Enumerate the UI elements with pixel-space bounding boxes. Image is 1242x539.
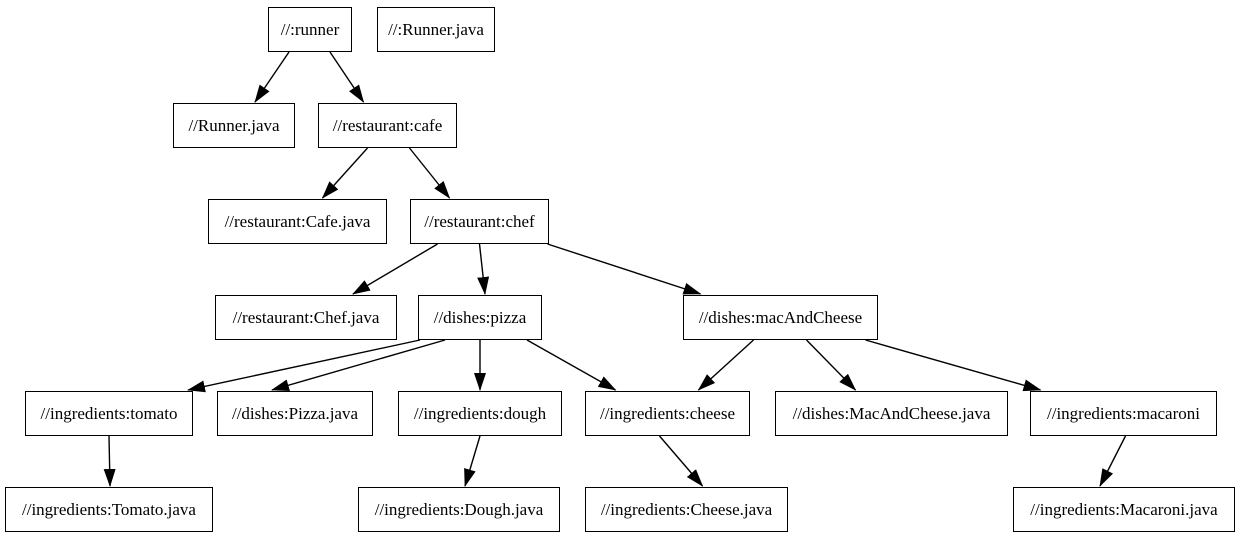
node-cheese_java: //ingredients:Cheese.java [585, 487, 788, 532]
node-runner: //:runner [268, 7, 352, 52]
edge-mac_and_cheese-cheese [697, 339, 754, 391]
node-label: //dishes:MacAndCheese.java [792, 404, 991, 423]
edge-cafe-cafe_java [321, 147, 369, 199]
node-cafe_java: //restaurant:Cafe.java [208, 199, 387, 244]
edge-chef-chef_java [352, 243, 438, 295]
node-tomato: //ingredients:tomato [25, 391, 193, 436]
edge-cheese-cheese_java [658, 435, 704, 487]
node-cheese: //ingredients:cheese [585, 391, 750, 436]
edge-pizza-pizza_java [271, 339, 446, 392]
node-label: //restaurant:cafe [332, 116, 443, 135]
node-dough: //ingredients:dough [398, 391, 562, 436]
node-label: //dishes:pizza [433, 308, 527, 327]
node-label: //ingredients:Tomato.java [22, 500, 196, 519]
node-label: //:runner [280, 20, 340, 39]
node-chef_java: //restaurant:Chef.java [215, 295, 397, 340]
edge-cafe-chef [408, 147, 451, 199]
edge-mac_and_cheese-macaroni [865, 339, 1042, 392]
edge-pizza-cheese [526, 339, 617, 391]
edge-runner-runner_java [254, 51, 290, 103]
node-label: //restaurant:Cafe.java [224, 212, 371, 231]
node-pizza_java: //dishes:Pizza.java [217, 391, 373, 436]
node-label: //ingredients:Dough.java [374, 500, 544, 519]
node-label: //restaurant:chef [424, 212, 535, 231]
node-label: //dishes:Pizza.java [231, 404, 359, 423]
edge-tomato-tomato_java [103, 435, 116, 487]
edge-pizza-tomato [187, 339, 421, 393]
node-label: //ingredients:Cheese.java [600, 500, 773, 519]
node-macaroni_java: //ingredients:Macaroni.java [1013, 487, 1235, 532]
node-label: //ingredients:dough [413, 404, 547, 423]
node-macaroni: //ingredients:macaroni [1030, 391, 1217, 436]
node-label: //ingredients:Macaroni.java [1030, 500, 1218, 519]
node-label: //Runner.java [188, 116, 280, 135]
node-tomato_java: //ingredients:Tomato.java [5, 487, 213, 532]
node-mac_and_cheese_java: //dishes:MacAndCheese.java [775, 391, 1008, 436]
edge-chef-pizza [477, 243, 490, 295]
node-label: //ingredients:tomato [40, 404, 178, 423]
edge-chef-mac_and_cheese [547, 243, 702, 295]
node-dough_java: //ingredients:Dough.java [358, 487, 560, 532]
node-label: //:Runner.java [388, 20, 484, 39]
edge-dough-dough_java [464, 435, 481, 487]
node-label: //ingredients:macaroni [1047, 404, 1200, 423]
node-label: //ingredients:cheese [599, 404, 735, 423]
node-pizza: //dishes:pizza [418, 295, 542, 340]
node-runner_java: //Runner.java [173, 103, 295, 148]
node-label: //dishes:macAndCheese [698, 308, 863, 327]
edge-runner-cafe [329, 51, 365, 103]
node-label: //restaurant:Chef.java [232, 308, 380, 327]
edge-macaroni-macaroni_java [1099, 435, 1127, 487]
edge-mac_and_cheese-mac_and_cheese_java [806, 339, 857, 391]
node-cafe: //restaurant:cafe [318, 103, 457, 148]
node-runner_java_top: //:Runner.java [377, 7, 495, 52]
node-mac_and_cheese: //dishes:macAndCheese [683, 295, 878, 340]
node-chef: //restaurant:chef [410, 199, 549, 244]
